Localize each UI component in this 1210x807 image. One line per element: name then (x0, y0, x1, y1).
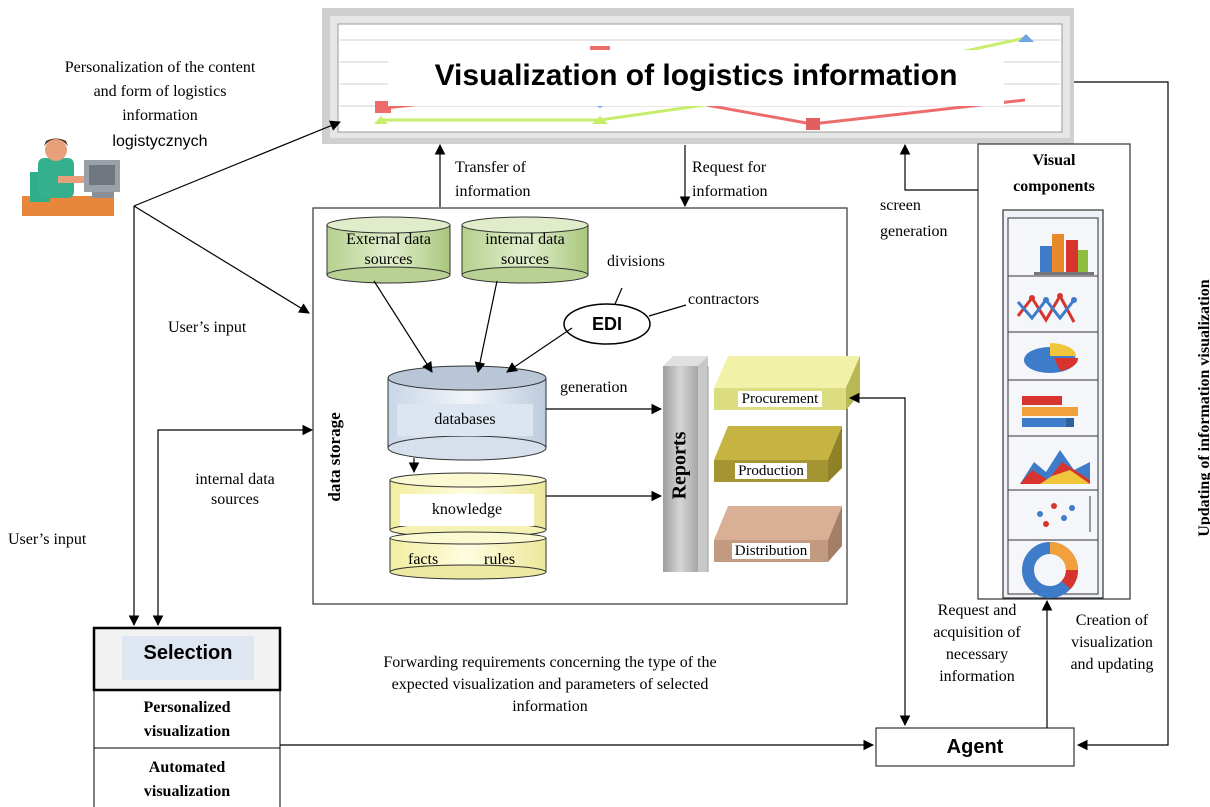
generation-label: generation (560, 379, 628, 396)
transfer-label-line-1: Transfer of (455, 159, 526, 176)
user-note-line-2: and form of logistics (93, 83, 227, 100)
internal-data-sources-line-1: internal data (195, 471, 275, 488)
request-acquisition-label: Request and acquisition of necessary inf… (912, 600, 1042, 688)
external-data-sources-label: External data sources (327, 230, 450, 270)
doughnut-chart-icon (1022, 542, 1078, 598)
external-sources-line-2: sources (364, 251, 413, 268)
distribution-label: Distribution (714, 540, 828, 562)
agent-label: Agent (946, 736, 1004, 758)
user-note: Personalization of the content and form … (10, 58, 310, 152)
visual-components-title: Visual components (978, 148, 1130, 200)
internal-data-sources-cylinder (461, 216, 589, 284)
production-label: Production (714, 460, 828, 482)
selection-box (92, 626, 282, 807)
bar-chart-icon (1034, 234, 1094, 275)
edi-ellipse (563, 303, 651, 345)
internal-sources-cyl-line-2: sources (501, 251, 549, 268)
visual-components-title-line-1: Visual (1032, 152, 1076, 169)
line-chart-icon (1016, 292, 1077, 323)
user-note-line-3: information (122, 107, 198, 124)
production-text: Production (735, 463, 807, 479)
request-acquisition-line-1: Request and (937, 602, 1017, 619)
rules-label: rules (484, 551, 516, 568)
knowledge-cylinder (389, 472, 547, 538)
internal-sources-cyl-line-1: internal data (485, 231, 565, 248)
diagram-title: Visualization of logistics information (434, 59, 958, 92)
automated-line-1: Automated (148, 759, 226, 776)
users-input-top-label: User’s input (168, 319, 247, 336)
transfer-label-line-2: information (455, 183, 531, 200)
divisions-label: divisions (607, 253, 665, 270)
databases-label: databases (434, 411, 496, 428)
user-at-computer-icon (22, 138, 120, 216)
internal-data-sources-label: internal data sources (170, 470, 300, 510)
request-acquisition-line-2: acquisition of (933, 624, 1021, 641)
transfer-label: Transfer of information (455, 158, 531, 202)
screen-generation-line-1: screen (880, 197, 921, 214)
contractors-label: contractors (688, 291, 760, 308)
screen-generation-line-2: generation (880, 223, 948, 240)
request-acquisition-line-4: information (939, 668, 1015, 685)
automated-visualization-option[interactable]: Automated visualization (94, 756, 280, 804)
internal-data-sources-cyl-label: internal data sources (462, 230, 588, 270)
forwarding-line-3: information (512, 698, 588, 715)
user-note-line-1: Personalization of the content (64, 59, 256, 76)
pie-chart-icon (1024, 343, 1079, 373)
creation-line-2: visualization (1071, 634, 1153, 651)
request-acquisition-line-3: necessary (945, 646, 1009, 663)
creation-line-3: and updating (1070, 656, 1154, 673)
automated-line-2: visualization (143, 783, 231, 800)
users-input-left-label: User’s input (8, 531, 87, 548)
screen-generation-label: screen generation (880, 196, 948, 242)
scatter-chart-icon (1037, 496, 1091, 532)
creation-line-1: Creation of (1075, 612, 1149, 629)
personalized-line-2: visualization (143, 723, 231, 740)
selection-title: Selection (143, 642, 233, 664)
visual-components-title-line-2: components (1013, 178, 1095, 195)
forwarding-line-2: expected visualization and parameters of… (391, 676, 709, 693)
facts-label: facts (408, 551, 439, 568)
horizontal-bar-chart-icon (1022, 396, 1078, 427)
agent-box (875, 727, 1075, 767)
internal-data-sources-line-2: sources (211, 491, 259, 508)
external-sources-line-1: External data (346, 231, 431, 248)
personalized-line-1: Personalized (143, 699, 231, 716)
procurement-text: Procurement (737, 391, 823, 407)
creation-label: Creation of visualization and updating (1050, 610, 1174, 676)
forwarding-line-1: Forwarding requirements concerning the t… (383, 654, 717, 671)
knowledge-label: knowledge (431, 501, 503, 518)
forwarding-requirements-label: Forwarding requirements concerning the t… (300, 652, 800, 718)
area-chart-icon (1020, 450, 1090, 484)
request-label-line-1: Request for (692, 159, 767, 176)
personalized-visualization-option[interactable]: Personalized visualization (94, 696, 280, 744)
request-label-line-2: information (692, 183, 768, 200)
data-storage-title: data storage (325, 412, 344, 502)
title-banner (322, 8, 1074, 144)
updating-visualization-label: Updating of information visualization (1196, 279, 1210, 537)
distribution-text: Distribution (731, 543, 811, 559)
procurement-label: Procurement (714, 388, 846, 410)
request-label: Request for information (692, 158, 768, 202)
reports-label: Reports (668, 431, 691, 500)
external-data-sources-cylinder (326, 216, 451, 284)
edi-label: EDI (591, 314, 622, 334)
facts-rules-cylinder (389, 531, 547, 580)
user-note-line-4: logistycznych (112, 133, 208, 150)
